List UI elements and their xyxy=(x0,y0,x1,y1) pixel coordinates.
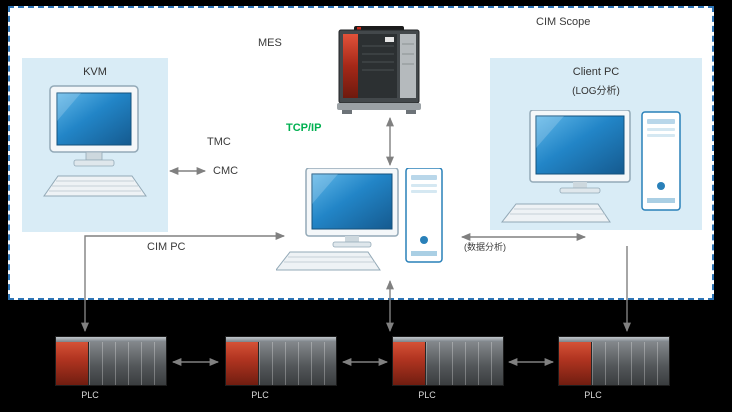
cmc-label: CMC xyxy=(213,165,239,177)
client-pc-panel: Client PC (LOG分析) xyxy=(490,58,702,230)
plc-label: PLC xyxy=(251,390,269,400)
mes-label: MES xyxy=(258,37,282,49)
plc-unit xyxy=(225,336,337,386)
client-pc-title: Client PC xyxy=(572,66,620,78)
cim-pc-label: CIM PC xyxy=(147,241,186,253)
mes-server-icon xyxy=(337,26,421,114)
plc-power-module xyxy=(226,337,259,385)
client-pc-subtitle: (LOG分析) xyxy=(572,86,620,97)
plc-label: PLC xyxy=(418,390,436,400)
cim-scope-label: CIM Scope xyxy=(536,16,591,28)
plc-power-module xyxy=(559,337,592,385)
cim-client-link-label: (数据分析) xyxy=(464,242,506,252)
plc-unit xyxy=(558,336,670,386)
plc-power-module xyxy=(56,337,89,385)
kvm-panel: KVM xyxy=(22,58,168,232)
tcpip-label: TCP/IP xyxy=(286,122,322,134)
plc-io-modules xyxy=(89,337,166,385)
plc-label: PLC xyxy=(584,390,602,400)
kvm-computer-icon xyxy=(43,85,147,197)
plc-rail xyxy=(393,337,503,342)
client-pc-icon xyxy=(500,110,681,223)
plc-io-modules xyxy=(259,337,336,385)
cim-pc-icon xyxy=(276,168,443,271)
tmc-label: TMC xyxy=(207,136,231,148)
plc-power-module xyxy=(393,337,426,385)
kvm-panel-title: KVM xyxy=(83,66,107,78)
plc-unit xyxy=(55,336,167,386)
plc-io-modules xyxy=(426,337,503,385)
plc-io-modules xyxy=(592,337,669,385)
plc-rail xyxy=(56,337,166,342)
plc-label: PLC xyxy=(81,390,99,400)
plc-rail xyxy=(559,337,669,342)
plc-rail xyxy=(226,337,336,342)
plc-unit xyxy=(392,336,504,386)
